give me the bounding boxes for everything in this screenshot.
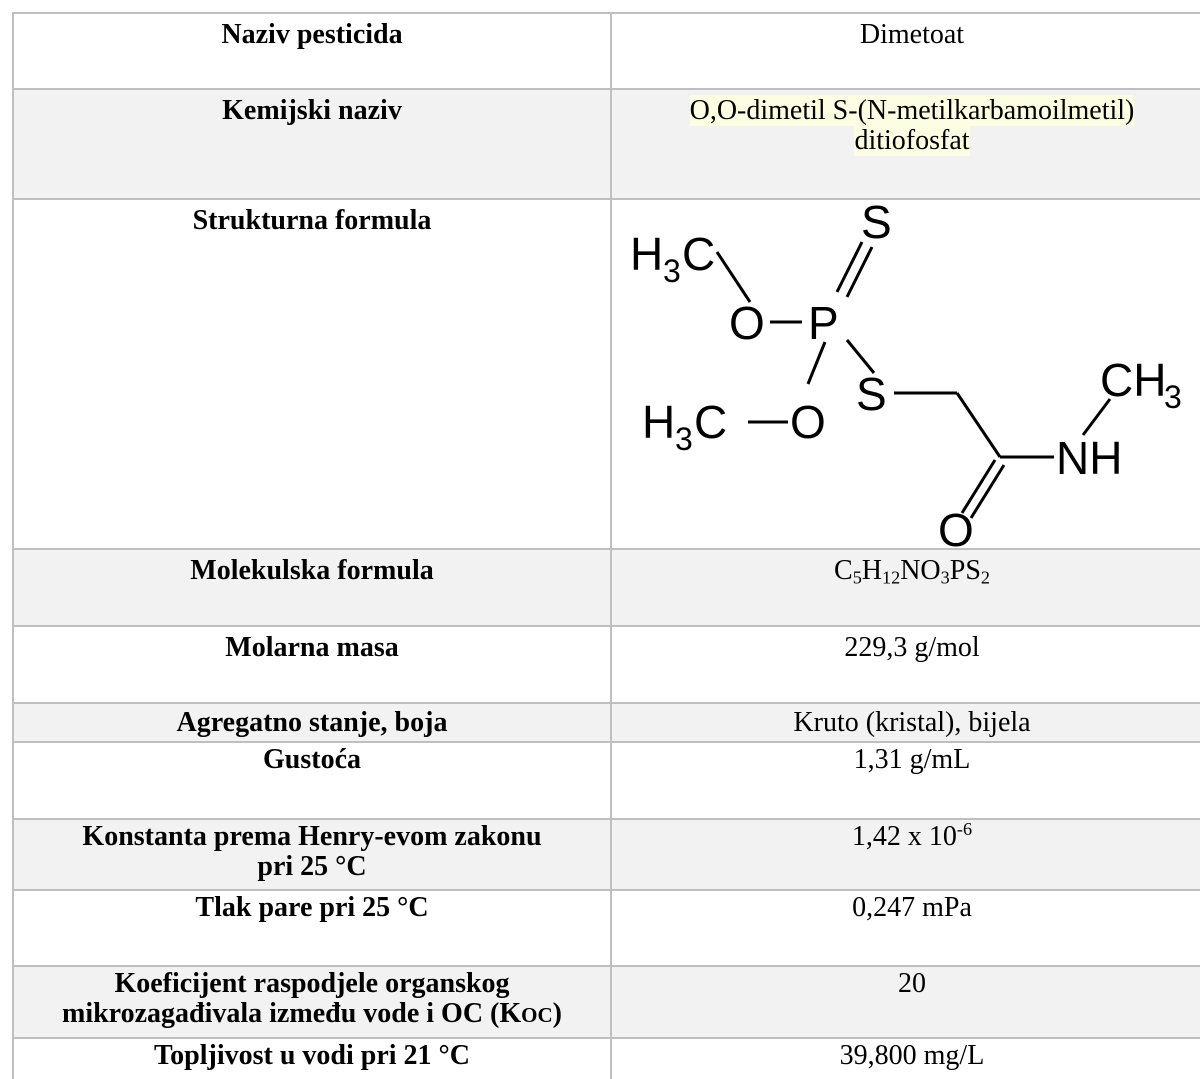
row-value: Dimetoat: [859, 19, 965, 50]
atom-c-bottom: C: [694, 396, 727, 448]
properties-table: Naziv pesticida Dimetoat Kemijski naziv …: [12, 12, 1200, 1079]
row-label: Topljivost u vodi pri 21 °C: [12, 1039, 612, 1079]
atom-subscript-3: 3: [663, 253, 681, 289]
row-label: Gustoća: [12, 743, 612, 818]
label-line-2-end: ): [552, 998, 562, 1029]
bond-c-o: [715, 251, 752, 303]
atoms: S H 3 C O P H 3 C O S CH 3 NH O: [630, 200, 1182, 548]
atom-h-top: H: [630, 228, 663, 280]
table-row: Naziv pesticida Dimetoat: [12, 12, 1200, 90]
row-value: 1,42 x 10-6: [612, 820, 1200, 889]
label-line-1: Koeficijent raspodjele organskog: [114, 968, 510, 999]
table-row: Tlak pare pri 25 °C 0,247 mPa: [12, 891, 1200, 967]
bond-c-o-double-b: [969, 464, 1006, 519]
bond-p-s-double-b: [845, 246, 874, 298]
structural-formula: S H 3 C O P H 3 C O S CH 3 NH O: [612, 200, 1200, 548]
formula-element: C: [834, 555, 853, 586]
label-subscript: OC: [521, 1003, 553, 1027]
row-label: Strukturna formula: [12, 200, 612, 548]
row-label: Agregatno stanje, boja: [12, 704, 612, 741]
formula-element: H: [861, 555, 883, 586]
chemical-name-line-2: ditiofosfat: [854, 125, 970, 156]
formula-subscript: 5: [852, 567, 862, 588]
atom-o-top: O: [729, 297, 765, 349]
table-row: Topljivost u vodi pri 21 °C 39,800 mg/L: [12, 1039, 1200, 1079]
atom-p: P: [808, 297, 839, 349]
bond-p-s-double-a: [835, 241, 864, 293]
atom-s-middle: S: [856, 368, 887, 420]
atom-c-top: C: [682, 228, 715, 280]
molecular-formula: C5H12NO3PS2: [612, 550, 1200, 625]
atom-h-bottom: H: [642, 396, 675, 448]
atom-o-bottom: O: [790, 396, 826, 448]
value-base: 1,42 x 10: [851, 821, 957, 852]
table-row: Kemijski naziv O,O-dimetil S-(N-metilkar…: [12, 90, 1200, 200]
row-value: 229,3 g/mol: [844, 632, 980, 663]
bond-p-s: [845, 339, 876, 374]
row-value: 1,31 g/mL: [853, 744, 971, 775]
structural-formula-drawing: S H 3 C O P H 3 C O S CH 3 NH O: [630, 200, 1182, 548]
atom-ch: CH: [1100, 354, 1166, 406]
row-value: O,O-dimetil S-(N-metilkarbamoilmetil) di…: [612, 90, 1200, 198]
formula-subscript: 12: [882, 567, 901, 588]
row-label: Molarna masa: [12, 627, 612, 702]
label-line-2: mikrozagađivala između vode i OC (K: [62, 998, 522, 1029]
row-value: 0,247 mPa: [852, 892, 972, 923]
bonds: [715, 241, 1112, 519]
table-row: Gustoća 1,31 g/mL: [12, 743, 1200, 820]
formula-element: NO: [900, 555, 941, 586]
bond-n-ch3: [1081, 398, 1112, 436]
row-value: 20: [898, 968, 926, 999]
formula-element: PS: [949, 555, 981, 586]
atom-o-carbonyl: O: [938, 504, 974, 548]
row-label: Naziv pesticida: [12, 14, 612, 88]
bond-c-o-double-a: [960, 459, 997, 514]
bond-p-o: [806, 341, 827, 385]
atom-subscript-3: 3: [1164, 379, 1182, 415]
row-value: Kruto (kristal), bijela: [793, 707, 1031, 738]
row-label: Molekulska formula: [12, 550, 612, 625]
atom-nh: NH: [1056, 432, 1122, 484]
table-row: Molarna masa 229,3 g/mol: [12, 627, 1200, 704]
row-label: Kemijski naziv: [12, 90, 612, 198]
row-value: 39,800 mg/L: [839, 1040, 985, 1071]
bond-ch2-c: [955, 392, 1002, 458]
value-exponent: -6: [956, 819, 973, 839]
label-line-1: Konstanta prema Henry-evom zakonu: [82, 821, 542, 852]
label-line-2: pri 25 °C: [257, 851, 367, 882]
table-row: Molekulska formula C5H12NO3PS2: [12, 550, 1200, 627]
formula-subscript: 3: [940, 567, 950, 588]
table-row: Strukturna formula: [12, 200, 1200, 550]
row-label: Tlak pare pri 25 °C: [12, 891, 612, 965]
atom-subscript-3: 3: [675, 421, 693, 457]
formula-subscript: 2: [980, 567, 990, 588]
atom-s-top: S: [861, 200, 892, 248]
table-row: Agregatno stanje, boja Kruto (kristal), …: [12, 704, 1200, 743]
chemical-name-line-1: O,O-dimetil S-(N-metilkarbamoilmetil): [689, 95, 1135, 126]
